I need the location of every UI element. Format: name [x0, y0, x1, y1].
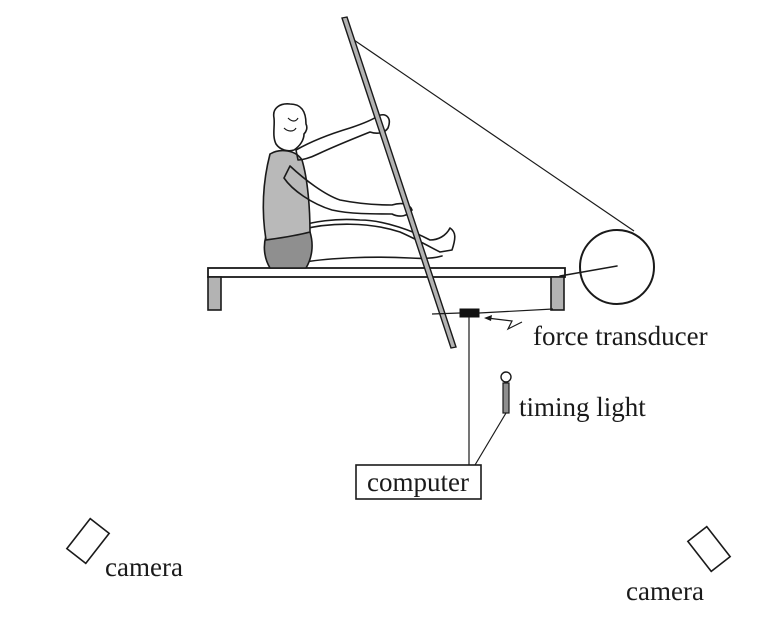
camera-left [65, 517, 111, 565]
ergometer-bench [207, 267, 566, 311]
camera-right [686, 525, 732, 573]
timing-light-cable [474, 412, 507, 466]
head [272, 103, 308, 152]
force-transducer-pointer [486, 317, 523, 331]
timing-light-label: timing light [519, 392, 646, 422]
force-transducer [431, 308, 554, 318]
flywheel [559, 229, 655, 305]
timing-light [500, 371, 512, 414]
computer-box: computer [355, 464, 482, 500]
force-transducer-arrowhead [484, 315, 492, 321]
drag-rope [350, 37, 635, 232]
camera-right-label: camera [626, 576, 704, 606]
paddle-pole [341, 16, 457, 349]
camera-left-label: camera [105, 552, 183, 582]
paddler-figure [262, 103, 456, 269]
computer-label: computer [367, 467, 469, 497]
force-transducer-label: force transducer [533, 321, 708, 351]
